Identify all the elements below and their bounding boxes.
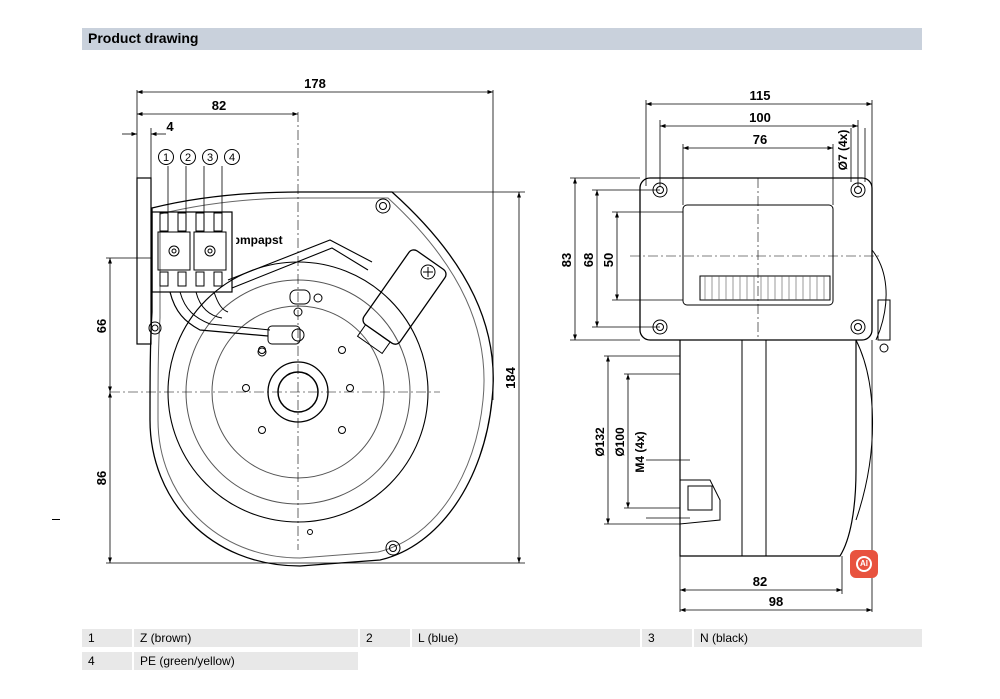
ai-icon: AI	[856, 556, 872, 572]
dim-label: 86	[94, 471, 109, 485]
dim-label: M4 (4x)	[633, 431, 647, 472]
screw-hole	[307, 529, 313, 535]
side-view	[639, 177, 891, 557]
terminal-block	[151, 211, 233, 293]
dim-label: 4	[166, 119, 174, 134]
dim-label: 98	[769, 594, 783, 609]
dim-label: 68	[581, 253, 596, 267]
margin-mark	[52, 519, 60, 520]
ai-assistant-button[interactable]: AI	[850, 550, 878, 578]
dim-label: 66	[94, 319, 109, 333]
front-dimensions	[106, 90, 525, 564]
dim-label: 82	[212, 98, 226, 113]
legend-num: 1	[82, 629, 132, 647]
cable	[169, 291, 269, 337]
center-lines	[110, 112, 440, 550]
dim-label: 50	[601, 253, 616, 267]
corner-bolt	[375, 198, 391, 214]
terminal-markers	[158, 149, 240, 165]
side-housing	[679, 340, 857, 557]
mounting-flange	[136, 177, 152, 345]
section-header: Product drawing	[82, 28, 922, 50]
legend-num: 4	[82, 652, 132, 670]
section-title: Product drawing	[88, 30, 199, 46]
dim-label: 83	[559, 253, 574, 267]
legend-row: 1 Z (brown) 2 L (blue) 3 N (black)	[82, 629, 922, 647]
dim-label: Ø132	[593, 427, 607, 457]
dim-label: 115	[750, 88, 771, 103]
legend-text: L (blue)	[412, 629, 640, 647]
legend-text: N (black)	[694, 629, 922, 647]
legend-num: 3	[642, 629, 692, 647]
corner-bolt	[148, 321, 162, 335]
side-flange	[639, 177, 873, 341]
screw-hole	[346, 384, 354, 392]
screw-hole	[338, 426, 346, 434]
screw-hole	[242, 384, 250, 392]
dim-label: 178	[304, 76, 326, 91]
screw-hole	[338, 346, 346, 354]
front-view	[136, 177, 494, 567]
dim-label: Ø100	[613, 427, 627, 457]
dim-label: 184	[503, 366, 518, 388]
legend-text: Z (brown)	[134, 629, 358, 647]
legend-row: 4 PE (green/yellow)	[82, 652, 922, 670]
terminal-number: 4	[229, 152, 235, 164]
side-dimensions	[570, 100, 873, 612]
capacitor	[356, 249, 447, 355]
corner-bolt	[385, 540, 401, 556]
legend-num: 2	[360, 629, 410, 647]
connector-plug	[267, 325, 301, 345]
dim-label: Ø7 (4x)	[836, 130, 850, 171]
terminal-number: 1	[163, 152, 169, 164]
terminal-number: 3	[207, 152, 213, 164]
dim-label: 82	[753, 574, 767, 589]
volute-housing	[149, 191, 494, 567]
terminal-number: 2	[185, 152, 191, 164]
screw-hole	[258, 426, 266, 434]
legend-text: PE (green/yellow)	[134, 652, 358, 670]
dim-label: 100	[749, 110, 771, 125]
dim-label: 76	[753, 132, 767, 147]
brand-label: ebmpapst	[226, 233, 283, 247]
